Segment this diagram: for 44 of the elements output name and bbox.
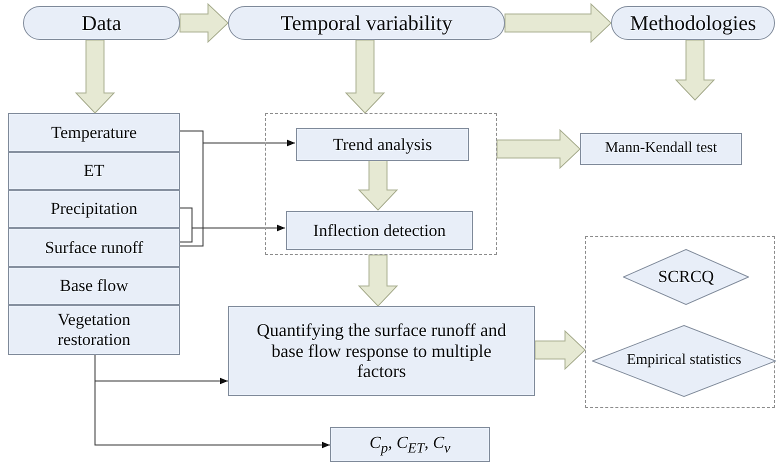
list-cell (8, 113, 180, 152)
block-arrow (674, 40, 716, 101)
node-text: Trend analysis (332, 134, 433, 154)
node-text: Inflection detection (312, 220, 447, 240)
node-text: Data (80, 10, 122, 36)
process-box (296, 128, 469, 161)
node-text: Surface runoff (44, 238, 144, 258)
node-text: Methodologies (629, 10, 757, 36)
node-text: Empirical statistics (626, 352, 742, 370)
block-arrow (496, 128, 581, 170)
list-cell (8, 190, 180, 228)
process-box (228, 306, 535, 396)
connector-arrow (94, 354, 330, 448)
process-box (330, 427, 490, 462)
node-text: Quantifying the surface runoff and base flow response to multiple factors (256, 320, 508, 382)
node-text: Vegetation restoration (56, 310, 132, 350)
node-text: C$_{p}$, C$_{ET}$, C$_{v}$ (368, 432, 452, 456)
list-cell (8, 267, 180, 305)
node-text: Temporal variability (280, 10, 454, 36)
block-arrow (344, 40, 386, 114)
node-text: ET (82, 161, 106, 181)
block-arrow (534, 330, 586, 370)
group-frame (585, 236, 775, 408)
connector-arrow (180, 224, 286, 242)
node-text: Temperature (50, 122, 138, 142)
terminal-box (611, 6, 775, 40)
list-cell (8, 305, 180, 355)
block-arrow (74, 40, 116, 114)
node-text: SCRCQ (657, 267, 715, 287)
block-arrow (358, 160, 398, 211)
process-box (286, 211, 473, 250)
list-cell (8, 228, 180, 267)
process-box (580, 133, 742, 165)
connector-arrow (180, 140, 296, 246)
terminal-box (228, 6, 505, 40)
group-frame (265, 113, 497, 255)
block-arrow (358, 254, 398, 307)
block-arrow (180, 2, 229, 44)
terminal-box (23, 6, 180, 40)
list-cell (8, 152, 180, 190)
block-arrow (504, 2, 612, 44)
node-text: Base flow (58, 276, 130, 296)
node-text: Mann-Kendall test (604, 140, 718, 158)
node-text: Precipitation (50, 199, 138, 219)
